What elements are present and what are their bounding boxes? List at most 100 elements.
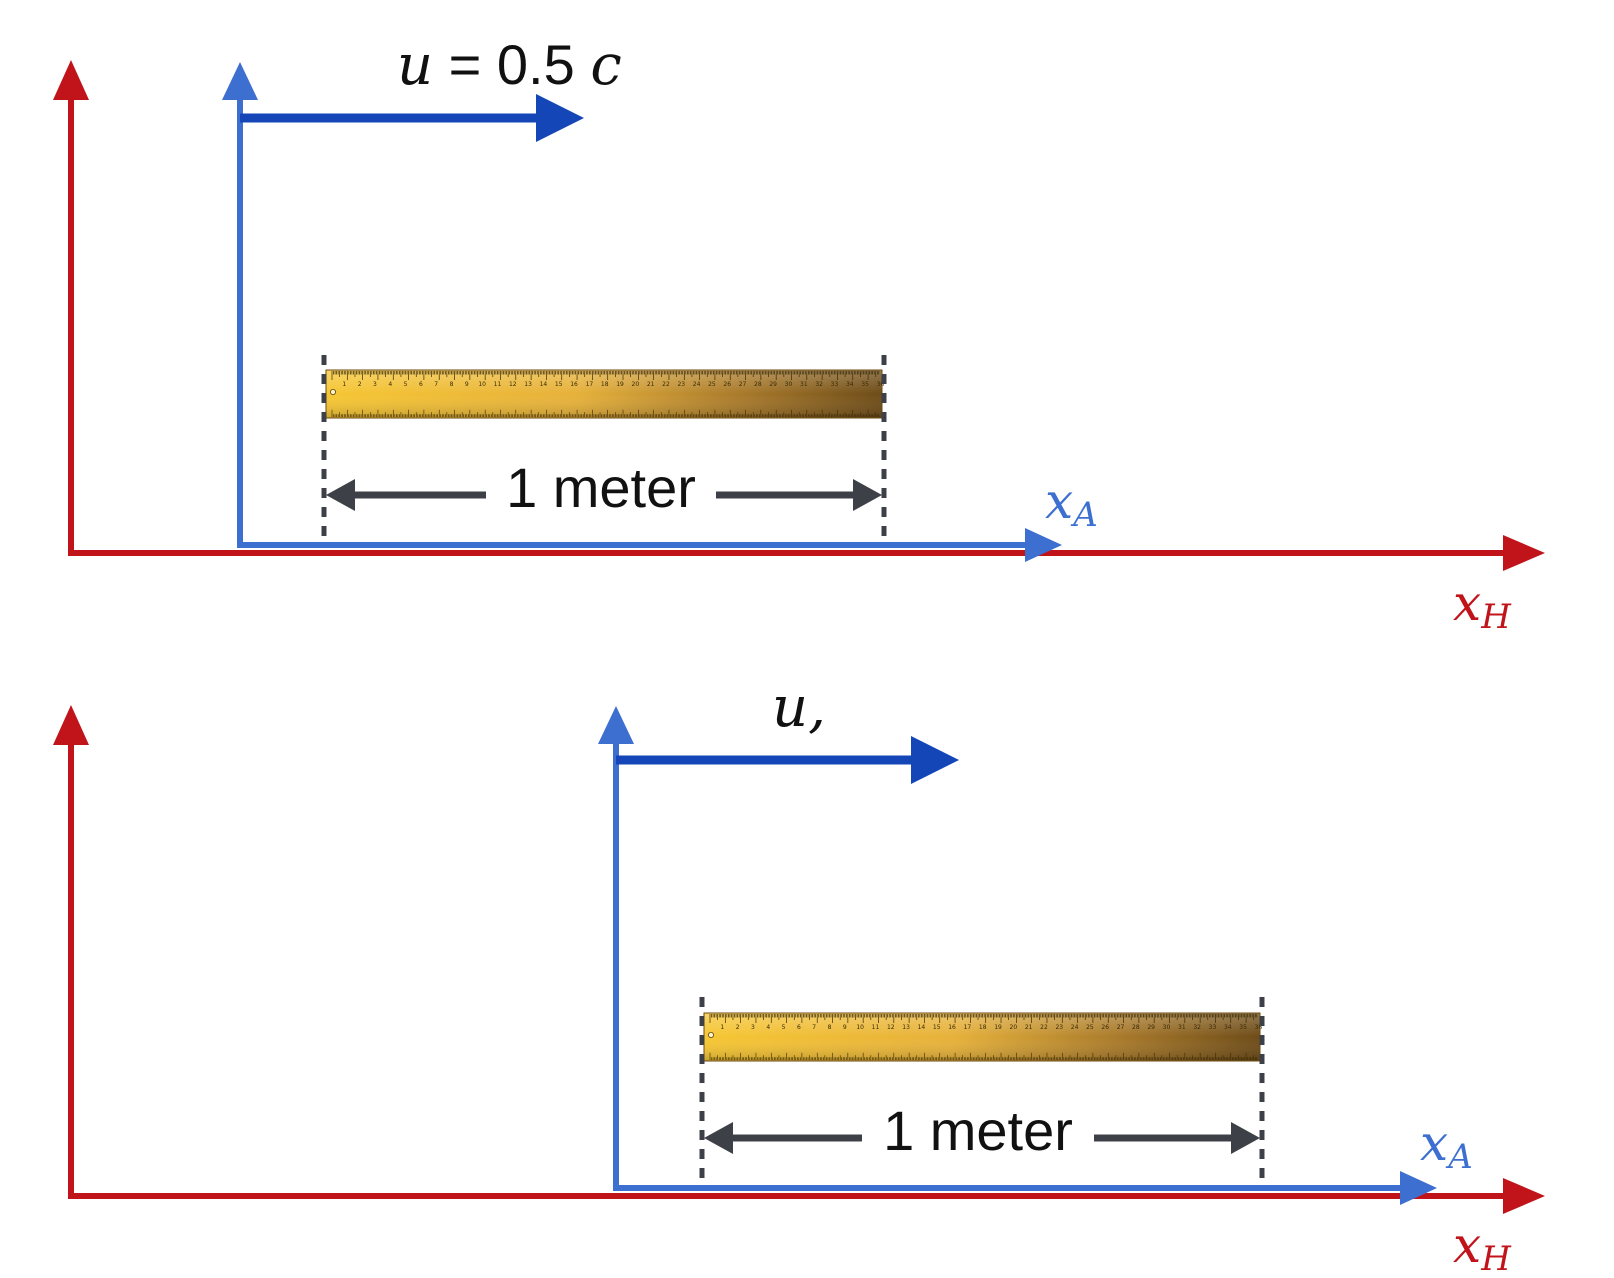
ruler-number: 19	[616, 381, 624, 388]
ruler-number: 27	[739, 381, 747, 388]
ruler-number: 36	[877, 381, 885, 388]
ruler-number: 14	[540, 381, 548, 388]
ruler-number: 35	[861, 381, 869, 388]
lab-vertical-arrowhead-icon	[53, 705, 89, 745]
ruler-hole	[329, 388, 336, 395]
measure-left-arrowhead-icon	[704, 1122, 733, 1154]
lab-vertical-arrowhead-icon	[53, 60, 89, 100]
ruler-number: 4	[766, 1024, 770, 1031]
ruler-number: 30	[785, 381, 793, 388]
ruler-number: 6	[419, 381, 423, 388]
lab-frame-top	[53, 60, 1545, 571]
moving-frame-top	[222, 62, 1062, 562]
ruler-number: 23	[1055, 1024, 1063, 1031]
ruler-number: 25	[708, 381, 716, 388]
ruler-number: 18	[979, 1024, 987, 1031]
ruler-number: 36	[1255, 1024, 1263, 1031]
velocity-arrowhead-icon	[536, 94, 584, 142]
ruler-number: 22	[662, 381, 670, 388]
ruler-number: 2	[736, 1024, 740, 1031]
measure-right-arrowhead-icon	[1231, 1122, 1260, 1154]
ruler-shine	[704, 1013, 1260, 1061]
ruler-number: 10	[478, 381, 486, 388]
velocity-label-top: u = 0.5 c	[397, 33, 622, 98]
ruler-number: 24	[693, 381, 701, 388]
ruler-number: 35	[1239, 1024, 1247, 1031]
ruler-number: 18	[601, 381, 609, 388]
ruler-number: 2	[358, 381, 362, 388]
length-label-top: 1 meter	[506, 456, 696, 519]
ruler-number: 9	[465, 381, 469, 388]
ruler-number: 31	[1178, 1024, 1186, 1031]
ruler-number: 33	[831, 381, 839, 388]
ruler-number: 9	[843, 1024, 847, 1031]
ruler-number: 6	[797, 1024, 801, 1031]
ruler-number: 8	[828, 1024, 832, 1031]
ruler-number: 4	[388, 381, 392, 388]
ruler-number: 32	[1193, 1024, 1201, 1031]
ruler-number: 12	[887, 1024, 895, 1031]
ruler-number: 29	[769, 381, 777, 388]
ruler-number: 20	[1010, 1024, 1018, 1031]
ruler-number: 15	[555, 381, 563, 388]
ruler-number: 10	[856, 1024, 864, 1031]
ruler-number: 17	[586, 381, 594, 388]
ruler-number: 25	[1086, 1024, 1094, 1031]
ruler-number: 31	[800, 381, 808, 388]
lab-axis-label-bottom: xH	[1453, 1216, 1512, 1278]
moving-axis-label-bottom: xA	[1420, 1114, 1473, 1177]
ruler-number: 21	[647, 381, 655, 388]
ruler-number: 1	[720, 1024, 724, 1031]
ruler-number: 34	[1224, 1024, 1232, 1031]
ruler-number: 16	[570, 381, 578, 388]
moving-horizontal-arrowhead-icon	[1025, 528, 1062, 562]
ruler-number: 7	[434, 381, 438, 388]
lab-frame-bottom	[53, 705, 1545, 1214]
ruler-number: 11	[494, 381, 502, 388]
ruler-number: 30	[1163, 1024, 1171, 1031]
ruler-number: 14	[918, 1024, 926, 1031]
ruler-number: 19	[994, 1024, 1002, 1031]
ruler-number: 20	[632, 381, 640, 388]
ruler-number: 13	[902, 1024, 910, 1031]
lab-horizontal-arrowhead-icon	[1503, 1178, 1545, 1214]
ruler-number: 24	[1071, 1024, 1079, 1031]
ruler-number: 3	[751, 1024, 755, 1031]
ruler-number: 11	[872, 1024, 880, 1031]
ruler-number: 8	[450, 381, 454, 388]
velocity-arrowhead-icon	[911, 736, 959, 784]
ruler-number: 12	[509, 381, 517, 388]
ruler-number: 16	[948, 1024, 956, 1031]
lab-horizontal-arrowhead-icon	[1503, 535, 1545, 571]
ruler-number: 7	[812, 1024, 816, 1031]
moving-axis-label-top: xA	[1045, 472, 1098, 535]
measure-right-arrowhead-icon	[853, 479, 882, 511]
ruler-number: 34	[846, 381, 854, 388]
ruler-number: 5	[782, 1024, 786, 1031]
ruler-number: 26	[723, 381, 731, 388]
velocity-label-bottom: u,	[772, 675, 826, 740]
ruler-number: 1	[342, 381, 346, 388]
velocity-arrow-bottom	[616, 736, 959, 784]
ruler-number: 5	[404, 381, 408, 388]
ruler-hole	[708, 1032, 715, 1039]
ruler-number: 29	[1147, 1024, 1155, 1031]
velocity-arrow-top	[240, 94, 584, 142]
ruler-shine	[326, 370, 882, 418]
moving-vertical-arrowhead-icon	[598, 706, 634, 744]
ruler-number: 22	[1040, 1024, 1048, 1031]
ruler-number: 23	[677, 381, 685, 388]
ruler-number: 13	[524, 381, 532, 388]
ruler-number: 21	[1025, 1024, 1033, 1031]
length-label-bottom: 1 meter	[883, 1099, 1073, 1162]
ruler-number: 17	[964, 1024, 972, 1031]
ruler-number: 33	[1209, 1024, 1217, 1031]
ruler-number: 28	[754, 381, 762, 388]
ruler-number: 15	[933, 1024, 941, 1031]
moving-vertical-arrowhead-icon	[222, 62, 258, 100]
ruler-number: 3	[373, 381, 377, 388]
